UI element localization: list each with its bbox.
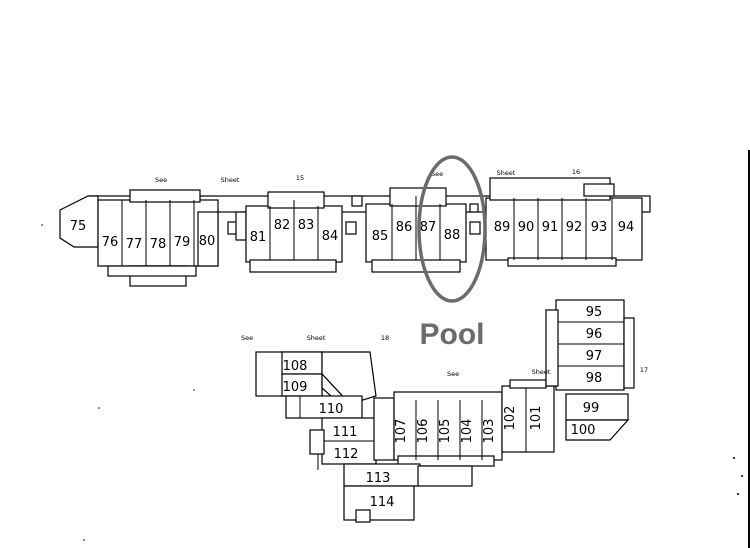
unit-101: 101: [529, 406, 544, 431]
unit-76: 76: [102, 235, 119, 250]
unit-82: 82: [274, 218, 291, 233]
note-sheet-top2: Sheet: [497, 169, 516, 177]
unit-111: 111: [333, 425, 358, 440]
unit-78: 78: [150, 237, 167, 252]
unit-106: 106: [416, 419, 431, 444]
unit-81: 81: [250, 230, 267, 245]
unit-108: 108: [283, 359, 308, 374]
note-see-mid: See: [447, 370, 459, 378]
unit-102: 102: [503, 406, 518, 431]
unit-93: 93: [591, 220, 608, 235]
unit-92: 92: [566, 220, 583, 235]
unit-85: 85: [372, 229, 389, 244]
unit-94: 94: [618, 220, 635, 235]
scan-noise: [41, 150, 750, 548]
note-see-top2: See: [431, 170, 443, 178]
pool-circle: [417, 155, 487, 303]
unit-113: 113: [366, 471, 391, 486]
unit-77: 77: [126, 237, 143, 252]
note-15-top: 15: [296, 174, 304, 182]
unit-84: 84: [322, 229, 339, 244]
unit-88: 88: [444, 228, 461, 243]
unit-87: 87: [420, 220, 437, 235]
note-see-bottom: See: [241, 334, 253, 342]
pool-label: Pool: [420, 318, 485, 351]
lower-building-group: [255, 299, 635, 523]
unit-100: 100: [571, 423, 596, 438]
unit-99: 99: [583, 401, 600, 416]
unit-107: 107: [394, 419, 409, 444]
unit-96: 96: [586, 327, 603, 342]
unit-105: 105: [438, 419, 453, 444]
unit-86: 86: [396, 220, 413, 235]
unit-114: 114: [370, 495, 395, 510]
unit-103: 103: [482, 419, 497, 444]
note-18-bottom: 18: [381, 334, 389, 342]
unit-95: 95: [586, 305, 603, 320]
unit-98: 98: [586, 371, 603, 386]
note-see-top: See: [155, 176, 167, 184]
unit-83: 83: [298, 218, 315, 233]
unit-104: 104: [460, 419, 475, 444]
top-building-row: [59, 177, 651, 287]
unit-75: 75: [70, 219, 87, 234]
unit-110: 110: [319, 402, 344, 417]
unit-91: 91: [542, 220, 559, 235]
unit-80: 80: [199, 234, 216, 249]
note-16-top: 16: [572, 168, 580, 176]
unit-112: 112: [334, 447, 359, 462]
unit-90: 90: [518, 220, 535, 235]
note-sheet-top: Sheet: [221, 176, 240, 184]
unit-79: 79: [174, 235, 191, 250]
unit-109: 109: [283, 380, 308, 395]
note-sheet-mid: Sheet: [532, 368, 551, 376]
note-17-side: 17: [640, 366, 648, 374]
note-sheet-bottom: Sheet: [307, 334, 326, 342]
unit-89: 89: [494, 220, 511, 235]
unit-97: 97: [586, 349, 603, 364]
